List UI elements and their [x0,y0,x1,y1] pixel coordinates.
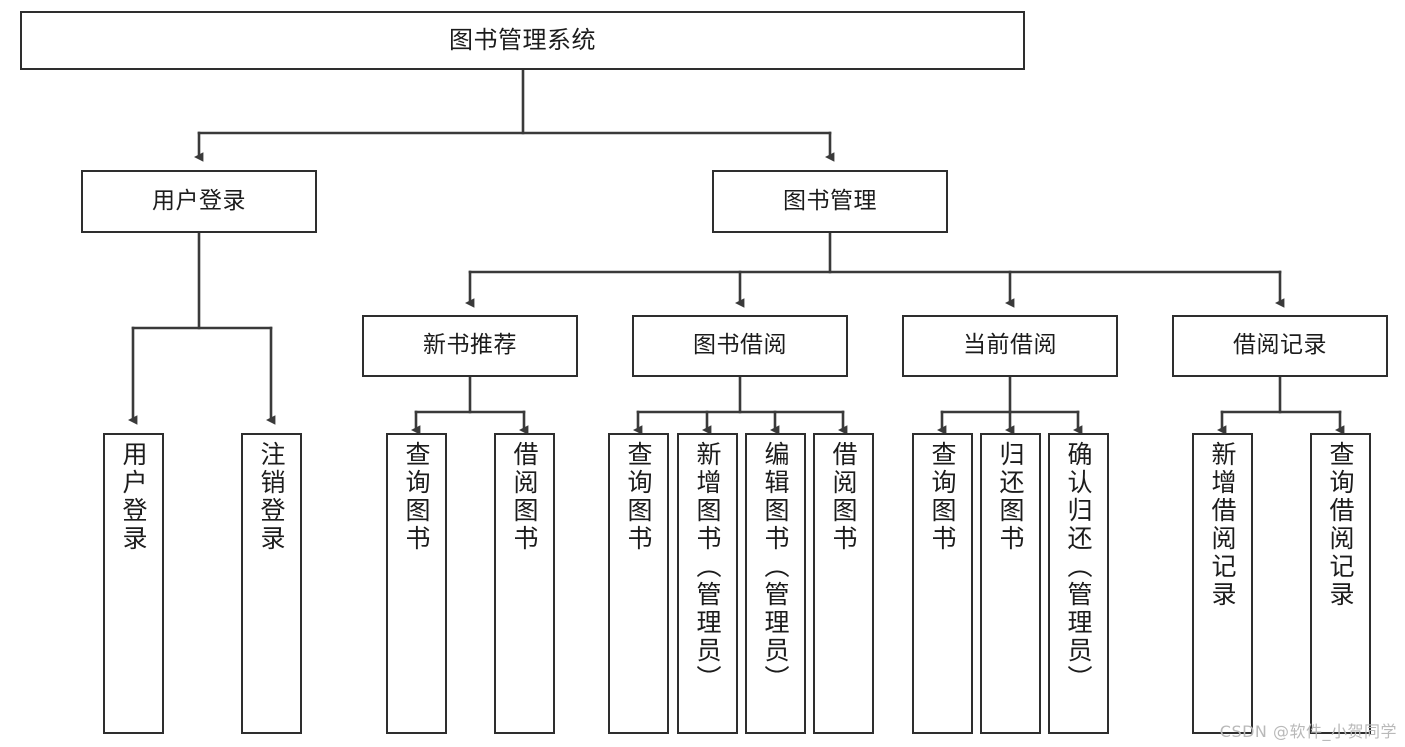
node-label: 归还图书 [996,441,1025,553]
leaf-current-borrow-confirm-return[interactable]: 确认归还（管理员） [1048,433,1109,734]
node-user-login[interactable]: 用户登录 [81,170,317,233]
node-label: 用户登录 [119,441,148,553]
node-label: 借阅记录 [1233,332,1327,359]
node-label: 查询借阅记录 [1326,441,1355,609]
leaf-current-borrow-return[interactable]: 归还图书 [980,433,1041,734]
node-book-borrow[interactable]: 图书借阅 [632,315,848,377]
node-label: 借阅图书 [510,441,539,553]
node-root-system[interactable]: 图书管理系统 [20,11,1025,70]
node-label: 查询图书 [928,441,957,553]
leaf-book-borrow-add[interactable]: 新增图书（管理员） [677,433,738,734]
node-label: 用户登录 [152,187,246,214]
node-label: 查询图书 [402,441,431,553]
leaf-book-borrow-lend[interactable]: 借阅图书 [813,433,874,734]
node-book-management[interactable]: 图书管理 [712,170,948,233]
node-new-book-recommend[interactable]: 新书推荐 [362,315,578,377]
leaf-new-book-borrow[interactable]: 借阅图书 [494,433,555,734]
leaf-borrow-record-query[interactable]: 查询借阅记录 [1310,433,1371,734]
node-borrow-record[interactable]: 借阅记录 [1172,315,1388,377]
node-label: 借阅图书 [829,441,858,553]
node-label: 图书借阅 [693,332,787,359]
node-label: 注销登录 [257,441,286,553]
leaf-user-login-logout[interactable]: 注销登录 [241,433,302,734]
leaf-book-borrow-edit[interactable]: 编辑图书（管理员） [745,433,806,734]
watermark-text: CSDN @软件_小贺同学 [1219,722,1397,741]
leaf-current-borrow-query[interactable]: 查询图书 [912,433,973,734]
node-label: 查询图书 [624,441,653,553]
leaf-borrow-record-add[interactable]: 新增借阅记录 [1192,433,1253,734]
node-label: 编辑图书（管理员） [761,441,790,693]
node-label: 新增图书（管理员） [693,441,722,693]
node-label: 新书推荐 [423,332,517,359]
node-current-borrow[interactable]: 当前借阅 [902,315,1118,377]
leaf-new-book-query[interactable]: 查询图书 [386,433,447,734]
leaf-user-login-login[interactable]: 用户登录 [103,433,164,734]
node-label: 确认归还（管理员） [1064,441,1093,693]
leaf-book-borrow-query[interactable]: 查询图书 [608,433,669,734]
node-label: 图书管理系统 [449,26,596,55]
node-label: 图书管理 [783,187,877,214]
node-label: 当前借阅 [963,332,1057,359]
node-label: 新增借阅记录 [1208,441,1237,609]
